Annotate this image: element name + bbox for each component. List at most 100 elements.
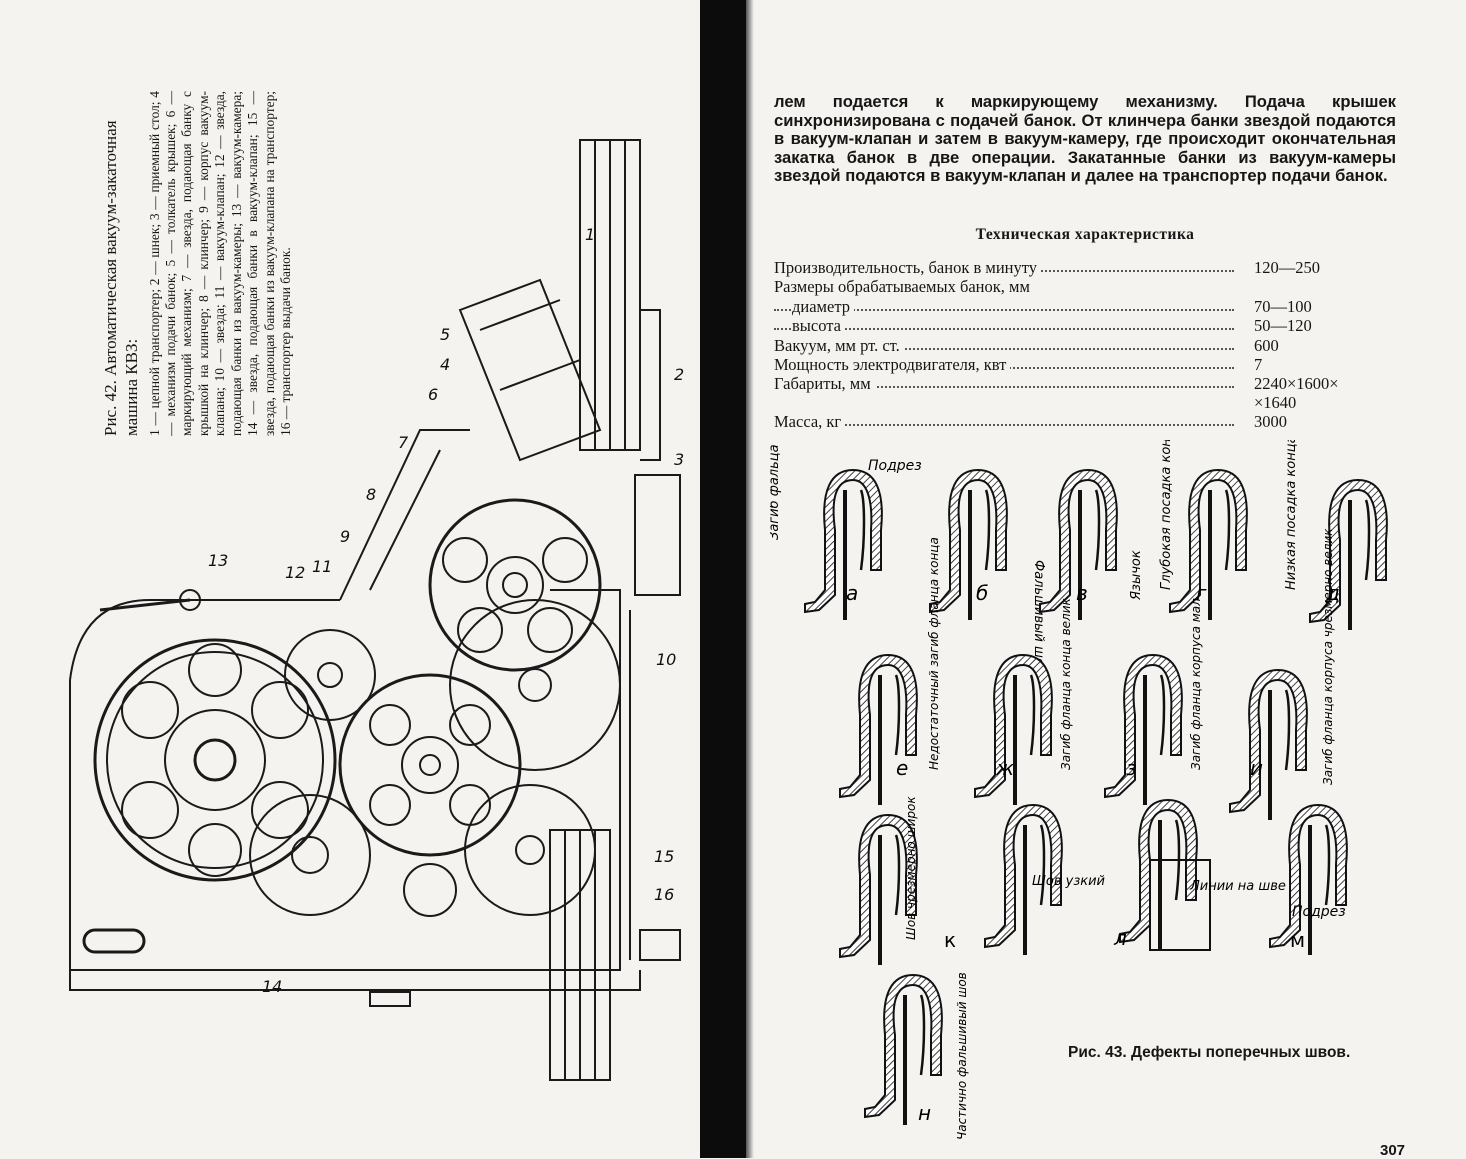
spec-row: Масса, кг 3000 (774, 412, 1374, 433)
machine-housing (69, 589, 621, 971)
spec-row: Производительность, банок в минуту 120—2… (774, 258, 1374, 278)
seam-panel-letter: з (1126, 756, 1137, 780)
callout-15: 15 (654, 847, 674, 866)
spec-table: Производительность, банок в минуту 120—2… (774, 258, 1374, 433)
seam-panel-i: Загиб фланца корпуса чрезмерно велик и (1228, 528, 1335, 822)
seam-panel-zh: Загиб фланца конца велик ж (973, 597, 1073, 807)
seam-panel-letter: л (1113, 926, 1127, 950)
spec-value: 2240×1600× (1254, 374, 1339, 394)
callout-14: 14 (262, 977, 282, 996)
seam-note: Фальшивый шов (1031, 560, 1046, 674)
spec-row: Мощность электродвигателя, квт 7 (774, 354, 1374, 375)
callout-5: 5 (440, 325, 450, 344)
book-gutter (700, 0, 746, 1158)
callout-3: 3 (674, 450, 684, 469)
spec-row: Размеры обрабатываемых банок, мм (774, 277, 1374, 298)
body-text: лем подается к маркирующему механизму. П… (774, 92, 1396, 186)
spec-title: Техническая характеристика (975, 226, 1195, 243)
seam-panel-l: Шов узкий Линии на шве л (983, 798, 1286, 957)
seam-panel-n: Частично фальшивый шов н (863, 972, 969, 1140)
spec-value: 50—120 (1254, 316, 1312, 336)
spec-label: Габариты, мм (774, 374, 875, 395)
chain-conveyor (579, 139, 641, 451)
seam-panel-letter: в (1076, 581, 1088, 605)
seam-panel-letter: г (1196, 581, 1207, 605)
seam-note: Загиб фланца корпуса чрезмерно велик (1321, 528, 1335, 785)
callout-10: 10 (656, 650, 676, 669)
spec-label: Масса, кг (774, 412, 846, 433)
seam-note: Частично фальшивый шов (955, 972, 969, 1140)
spec-value: 600 (1254, 335, 1279, 355)
seam-panel-letter: н (918, 1101, 931, 1125)
seam-panel-k: Шов чрезмерно широк к (838, 796, 956, 967)
vacuum-chamber-wheel (93, 638, 337, 882)
seam-note: Загиб фланца конца велик (1059, 597, 1073, 770)
seam-note: Низкая посадка конца (1284, 440, 1299, 590)
seam-note: Загиб фальца внутрь (770, 440, 782, 540)
spec-label: Мощность электродвигателя, квт (774, 354, 1011, 375)
spec-label: высота (792, 316, 845, 337)
seam-panel-b: Фальшивый шов б (928, 468, 1046, 674)
seam-note: Подрез (868, 458, 922, 474)
spec-value-continued: ×1640 (1254, 393, 1297, 413)
callout-8: 8 (366, 485, 376, 504)
callout-9: 9 (340, 527, 350, 546)
seam-note: Линии на шве (1189, 879, 1286, 894)
callout-12: 12 (285, 563, 305, 582)
seam-panel-letter: б (976, 581, 988, 605)
vacuum-seamer-drawing: 1 2 3 4 5 6 7 8 9 10 11 12 13 14 15 16 (69, 139, 684, 1081)
callout-2: 2 (674, 365, 684, 384)
delivery-conveyor (549, 829, 611, 1081)
spec-value: 70—100 (1254, 296, 1312, 316)
seam-panel-e: Недостаточный загиб фланца конца е (838, 537, 941, 807)
seam-panel-letter: а (846, 581, 858, 605)
seam-panel-letter: и (1250, 756, 1263, 780)
seam-panel-letter: е (896, 756, 908, 780)
seam-panel-a: Загиб фальца внутрь Подрез а (770, 440, 922, 622)
callout-4: 4 (440, 355, 450, 374)
spec-label: Производительность, банок в минуту (774, 258, 1041, 278)
seam-note: Глубокая посадка конца (1159, 440, 1174, 590)
callout-6: 6 (428, 385, 438, 404)
seam-note: Подрез (1292, 904, 1346, 920)
figure-42-callouts: 1 2 3 4 5 6 7 8 9 10 11 12 13 14 15 16 (208, 225, 684, 996)
seam-panel-letter: м (1290, 928, 1305, 952)
seam-note: Шов узкий (1032, 874, 1105, 889)
figure-43-caption: Рис. 43. Дефекты поперечных швов. (1068, 1044, 1351, 1061)
spec-row: Габариты, мм 2240×1600× ×1640 (774, 374, 1374, 412)
spec-row: Вакуум, мм рт. ст. 600 (774, 335, 1374, 356)
clincher (428, 498, 602, 672)
vacuum-valve (338, 673, 522, 857)
star-wheel-14 (249, 794, 371, 916)
seam-panel-letter: к (944, 928, 956, 952)
gutter-shadow (746, 0, 754, 1158)
seam-panel-m: Подрез м (1268, 803, 1349, 957)
seam-defects-figure: Загиб фальца внутрь Подрез а Фальшивый ш… (770, 440, 1389, 1140)
seam-panel-letter: ж (995, 756, 1014, 780)
spec-value: 7 (1254, 354, 1263, 374)
callout-13: 13 (208, 551, 228, 570)
callout-7: 7 (398, 433, 409, 452)
star-wheel-10 (449, 599, 621, 771)
spec-value: 3000 (1254, 412, 1287, 432)
star-wheel-12 (284, 629, 376, 721)
star-wheel-15 (464, 784, 596, 916)
spec-label: Размеры обрабатываемых банок, мм (774, 277, 1034, 298)
seam-panel-letter: д (1325, 581, 1340, 605)
seam-note: Недостаточный загиб фланца конца (927, 537, 941, 770)
page-number: 307 (1380, 1142, 1406, 1159)
lid-feeder (458, 278, 602, 462)
seam-panel-z: Загиб фланца корпуса мал з (1103, 598, 1203, 807)
spec-row: высота 50—120 (774, 316, 1374, 337)
seam-panel-d: Низкая посадка конца д (1284, 440, 1389, 632)
seam-panel-g: Глубокая посадка конца г (1159, 440, 1249, 622)
callout-11: 11 (312, 557, 332, 576)
seam-note: Загиб фланца корпуса мал (1189, 598, 1203, 770)
callout-1: 1 (585, 225, 595, 244)
spec-label: Вакуум, мм рт. ст. (774, 335, 904, 356)
spec-row: диаметр 70—100 (774, 296, 1374, 317)
seam-note: Шов чрезмерно широк (904, 796, 918, 940)
spec-label: диаметр (792, 296, 854, 317)
spec-value: 120—250 (1254, 258, 1320, 277)
